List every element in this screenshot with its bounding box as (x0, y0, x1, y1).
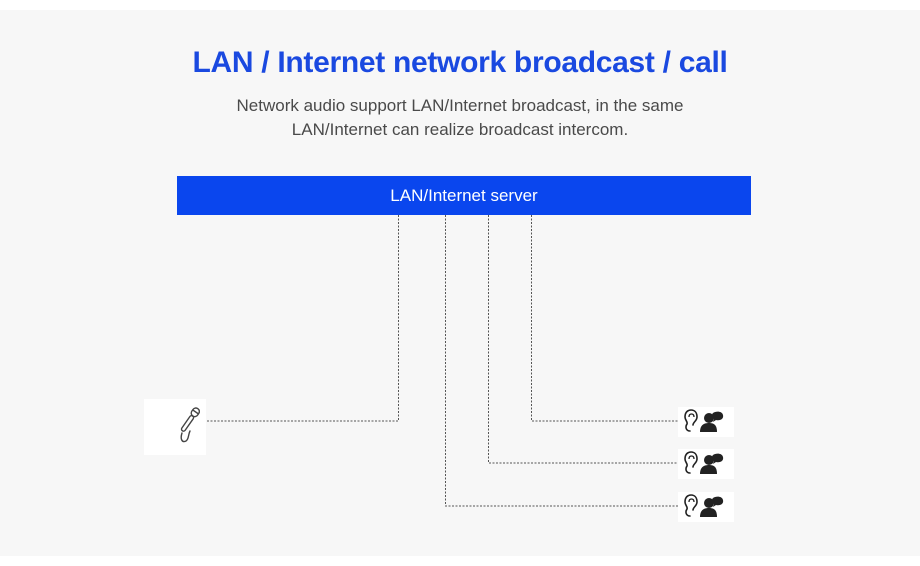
ear-icon (684, 409, 698, 432)
connection-lines (203, 215, 686, 510)
server-bar: LAN/Internet server (177, 176, 751, 215)
user-speaking-icon (700, 411, 724, 432)
listener-endpoint-3 (678, 492, 734, 522)
connector-listener-3 (445, 215, 680, 507)
user-speaking-icon (700, 496, 724, 517)
diagram-canvas: LAN / Internet network broadcast / call … (0, 10, 920, 556)
server-label: LAN/Internet server (390, 185, 538, 205)
connector-listener-2 (488, 215, 680, 464)
page-title: LAN / Internet network broadcast / call (192, 46, 728, 79)
page-subtitle: Network audio support LAN/Internet broad… (236, 96, 684, 139)
connector-microphone (203, 215, 399, 422)
ear-icon (684, 451, 698, 474)
listener-endpoint-2 (678, 449, 734, 479)
user-speaking-icon (700, 453, 724, 474)
microphone-icon (180, 407, 201, 443)
microphone-source (144, 399, 206, 455)
ear-icon (684, 494, 698, 517)
connector-listener-1 (531, 215, 680, 422)
listener-endpoint-1 (678, 407, 734, 437)
